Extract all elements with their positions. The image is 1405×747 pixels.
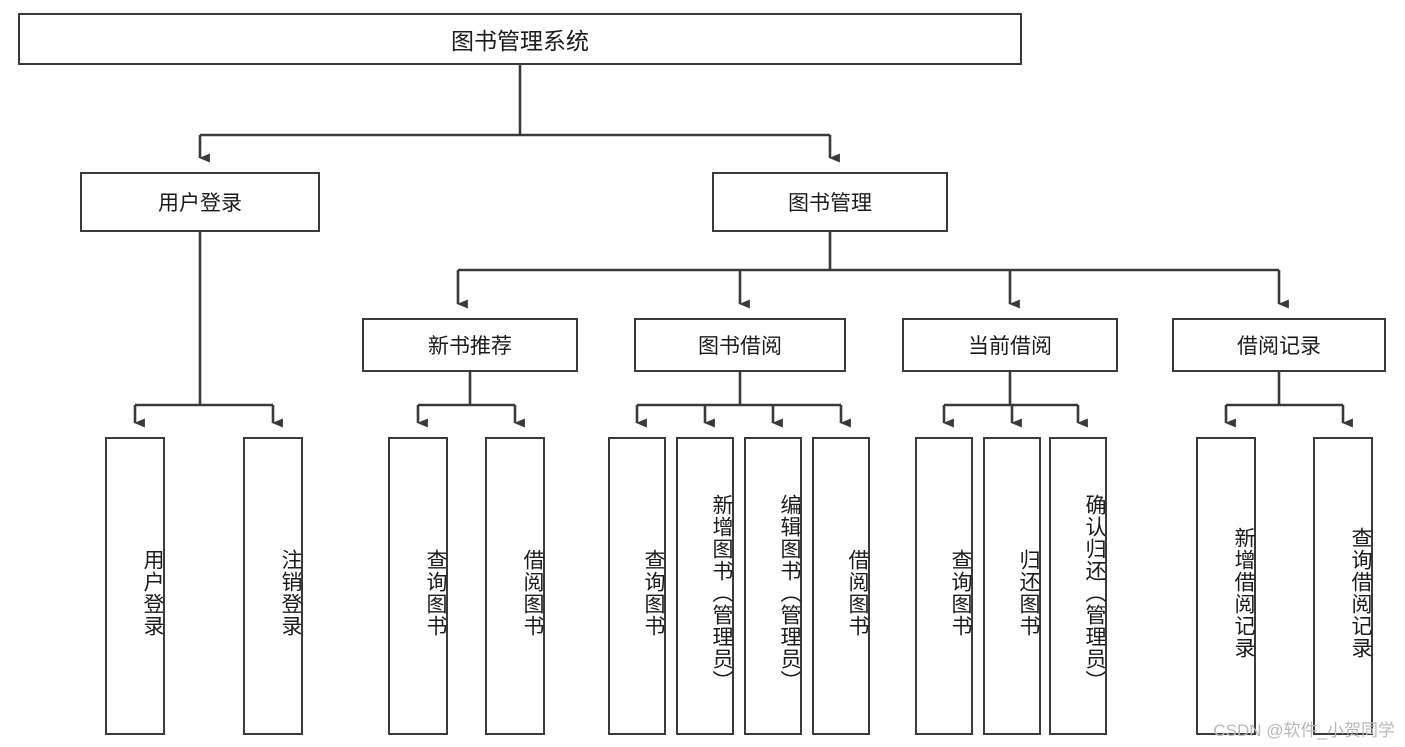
leaf-query-book-borrow[interactable]: 查询图书	[608, 437, 666, 735]
csdn-watermark: CSDN @软件_小贺同学	[1213, 721, 1395, 740]
leaf-borrow-book[interactable]: 借阅图书	[812, 437, 870, 735]
leaf-label: 借阅图书	[846, 549, 869, 637]
leaf-query-borrow-record[interactable]: 查询借阅记录	[1313, 437, 1373, 735]
leaf-label: 借阅图书	[521, 549, 544, 637]
leaf-edit-book-admin[interactable]: 编辑图书（管理员）	[744, 437, 802, 735]
leaf-borrow-book-recommend[interactable]: 借阅图书	[485, 437, 545, 735]
leaf-label: 查询图书	[424, 549, 447, 637]
node-new-book-recommend[interactable]: 新书推荐	[362, 318, 578, 372]
leaf-label: 查询图书	[642, 549, 665, 637]
leaf-user-logout[interactable]: 注销登录	[243, 437, 303, 735]
node-book-borrow[interactable]: 图书借阅	[634, 318, 846, 372]
leaf-label: 注销登录	[279, 549, 302, 637]
leaf-query-book-current[interactable]: 查询图书	[915, 437, 973, 735]
leaf-label: 归还图书	[1017, 549, 1040, 637]
leaf-confirm-return-admin[interactable]: 确认归还（管理员）	[1049, 437, 1107, 735]
node-user-login[interactable]: 用户登录	[80, 172, 320, 232]
leaf-label: 新增图书（管理员）	[710, 494, 733, 692]
node-current-borrow[interactable]: 当前借阅	[902, 318, 1118, 372]
leaf-add-borrow-record[interactable]: 新增借阅记录	[1196, 437, 1256, 735]
leaf-label: 查询图书	[949, 549, 972, 637]
leaf-label: 查询借阅记录	[1349, 527, 1372, 659]
node-borrow-record[interactable]: 借阅记录	[1172, 318, 1386, 372]
leaf-add-book-admin[interactable]: 新增图书（管理员）	[676, 437, 734, 735]
leaf-label: 确认归还（管理员）	[1083, 494, 1106, 692]
leaf-return-book[interactable]: 归还图书	[983, 437, 1041, 735]
leaf-user-login[interactable]: 用户登录	[105, 437, 165, 735]
node-root-system[interactable]: 图书管理系统	[18, 13, 1022, 65]
leaf-query-book-recommend[interactable]: 查询图书	[388, 437, 448, 735]
leaf-label: 新增借阅记录	[1232, 527, 1255, 659]
leaf-label: 用户登录	[141, 549, 164, 637]
node-book-management[interactable]: 图书管理	[712, 172, 948, 232]
leaf-label: 编辑图书（管理员）	[778, 494, 801, 692]
